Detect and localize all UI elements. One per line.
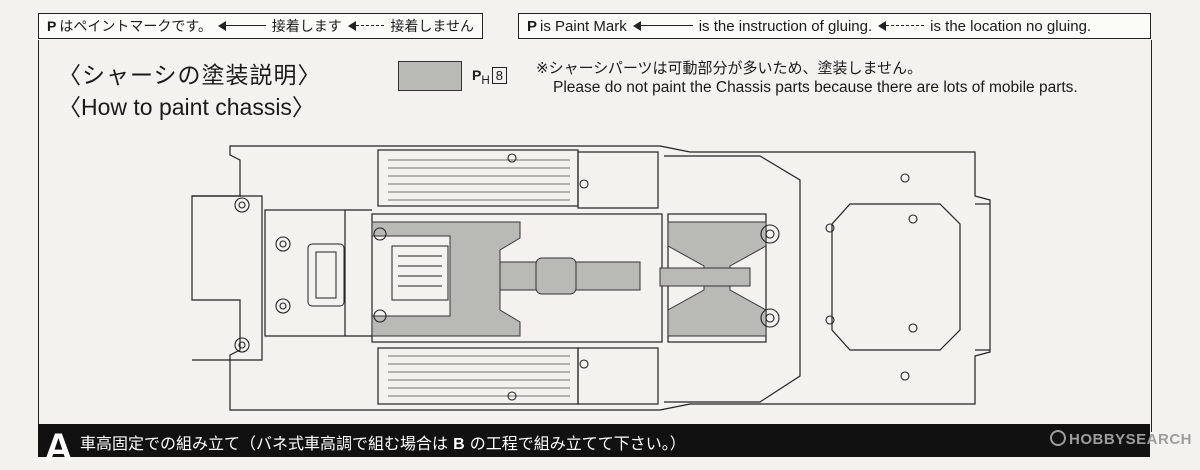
paint-code-sub: H	[481, 73, 490, 87]
legend-noglue-text: 接着しません	[390, 19, 474, 35]
upper-sill	[377, 149, 579, 207]
note-en: Please do not paint the Chassis parts be…	[553, 79, 1078, 96]
legend-english: P is Paint Mark is the instruction of gl…	[518, 13, 1151, 39]
legend-glue-text: is the instruction of gluing.	[698, 17, 873, 35]
engine-detail	[307, 243, 449, 307]
paint-color-swatch	[398, 61, 462, 91]
section-title-en: 〈How to paint chassis〉	[58, 94, 315, 120]
exhaust-manifold	[371, 221, 521, 337]
sill-ribs	[388, 159, 570, 397]
muffler	[535, 257, 577, 295]
chassis-diagram	[191, 145, 991, 411]
step-letter: A	[44, 426, 73, 470]
legend-noglue-text: is the location no gluing.	[930, 17, 1092, 35]
step-text-1: 車高固定での組み立て（バネ式車高調で組む場合は	[80, 434, 449, 453]
solid-arrow-icon	[217, 21, 266, 31]
note-jp: ※シャーシパーツは可動部分が多いため、塗装しません。	[536, 59, 923, 77]
dashed-arrow-icon	[878, 21, 925, 31]
legend-glue-text: 接着します	[271, 19, 342, 35]
step-instruction-jp: 車高固定での組み立て（バネ式車高調で組む場合は B の工程で組み立てて下さい。）	[80, 430, 686, 454]
painted-parts	[371, 221, 767, 337]
watermark-text: HOBBYSEARCH	[1068, 431, 1192, 448]
step-ref-letter: B	[453, 436, 465, 453]
rear-axle	[659, 267, 751, 287]
rear-suspension	[664, 155, 801, 403]
paint-mark-icon: P	[47, 18, 57, 34]
legend-paint-text: is Paint Mark	[540, 17, 627, 35]
step-text-2: の工程で組み立てて下さい。）	[469, 434, 686, 453]
watermark: HOBBYSEARCH	[1049, 430, 1192, 448]
instruction-frame	[38, 40, 1152, 432]
front-section	[192, 195, 263, 361]
front-crossmember	[264, 209, 346, 337]
watermark-logo-icon	[1049, 430, 1066, 446]
paint-code-prefix: P	[472, 67, 482, 83]
legend-paint-text: はペイントマークです。	[59, 19, 212, 35]
paint-mark-icon: P	[527, 17, 538, 35]
legend-japanese: P はペイントマークです。 接着します 接着しません	[38, 13, 483, 39]
dashed-arrow-icon	[347, 21, 385, 31]
solid-arrow-icon	[632, 21, 693, 31]
mount-holes	[234, 153, 918, 401]
step-header-bar	[38, 424, 1150, 457]
paint-code-number: 8	[491, 67, 507, 84]
section-title-jp: 〈シャーシの塗装説明〉	[58, 63, 322, 89]
rear-floor	[831, 203, 961, 351]
